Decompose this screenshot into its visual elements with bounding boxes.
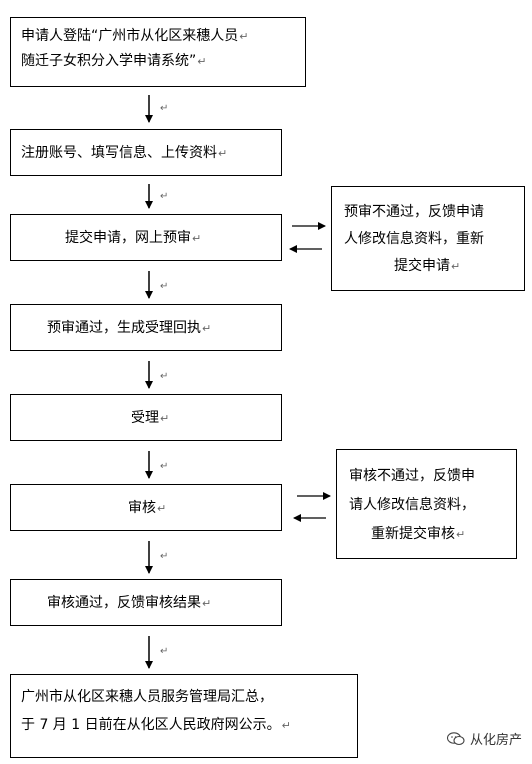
side-pre-review-fail: 预审不通过，反馈申请 人修改信息资料，重新 提交申请↵	[331, 186, 525, 291]
watermark: 从化房产	[446, 729, 522, 748]
svg-text:↵: ↵	[160, 103, 168, 114]
step-publish: 广州市从化区来穗人员服务管理局汇总， 于 7 月 1 日前在从化区人民政府网公示…	[10, 674, 358, 758]
side-review-fail: 审核不通过，反馈申 请人修改信息资料， 重新提交审核↵	[336, 449, 517, 559]
step-review: 审核↵	[10, 484, 282, 531]
step-accept: 受理↵	[10, 394, 282, 441]
step-submit: 提交申请，网上预审↵	[10, 214, 282, 261]
svg-text:↵: ↵	[160, 281, 168, 292]
svg-text:↵: ↵	[160, 191, 168, 202]
step-register: 注册账号、填写信息、上传资料↵	[10, 129, 282, 176]
svg-text:↵: ↵	[160, 551, 168, 562]
step-review-pass: 审核通过，反馈审核结果↵	[10, 579, 282, 626]
step-login-line2: 随迁子女积分入学申请系统”↵	[21, 53, 207, 69]
svg-text:↵: ↵	[160, 646, 168, 657]
svg-text:↵: ↵	[160, 371, 168, 382]
wechat-icon	[446, 731, 465, 746]
svg-text:↵: ↵	[160, 461, 168, 472]
step-login: 申请人登陆“广州市从化区来穗人员↵ 随迁子女积分入学申请系统”↵	[10, 17, 306, 87]
watermark-text: 从化房产	[469, 733, 522, 748]
step-pre-review-pass: 预审通过，生成受理回执↵	[10, 304, 282, 351]
step-login-line1: 申请人登陆“广州市从化区来穗人员↵	[21, 28, 249, 44]
